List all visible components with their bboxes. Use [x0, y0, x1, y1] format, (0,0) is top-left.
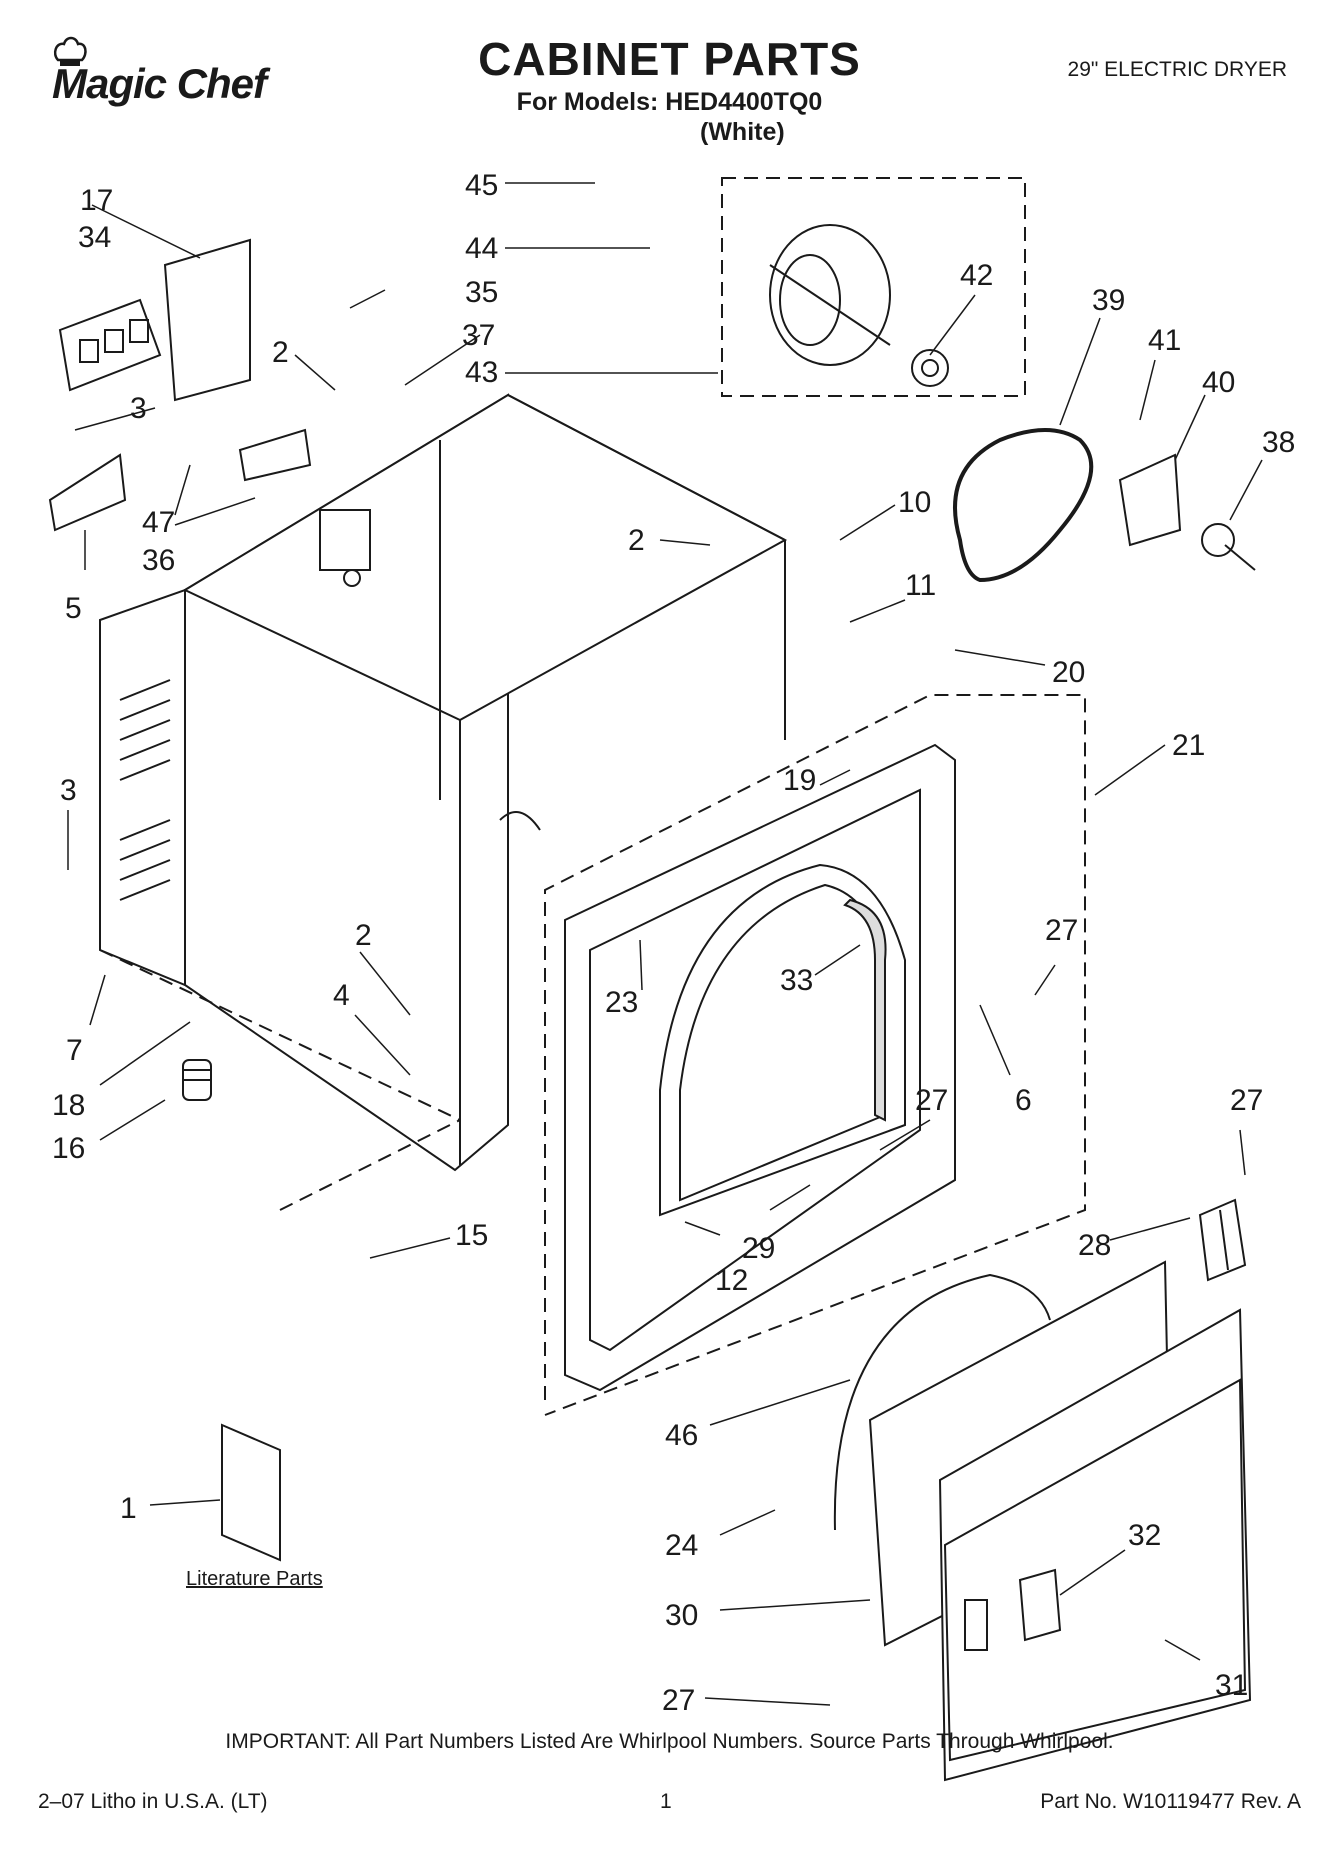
page-number: 1 — [660, 1790, 672, 1813]
models-line: For Models: HED4400TQ0 — [516, 88, 823, 116]
chef-hat-logo-icon — [53, 36, 87, 66]
idler-pulley — [1201, 523, 1256, 571]
callout-34: 34 — [78, 221, 111, 254]
terminal-block-assembly — [58, 238, 312, 482]
front-panel — [564, 743, 956, 1392]
callout-43: 43 — [465, 356, 498, 389]
callout-19: 19 — [783, 764, 816, 797]
callout-30: 30 — [665, 1599, 698, 1632]
door-assembly — [833, 1260, 1252, 1782]
callout-42: 42 — [960, 259, 993, 292]
callout-17: 17 — [80, 184, 113, 217]
callout-15: 15 — [455, 1219, 488, 1252]
brand-logo: Magic Chef — [52, 60, 267, 107]
part-number: Part No. W10119477 Rev. A — [1040, 1790, 1301, 1813]
model-variant: (White) — [700, 118, 785, 146]
callout-3a: 3 — [130, 392, 147, 425]
callout-40: 40 — [1202, 366, 1235, 399]
drive-belt — [953, 428, 1094, 583]
callout-21: 21 — [1172, 729, 1205, 762]
callout-37: 37 — [462, 319, 495, 352]
door-hinge — [1198, 1198, 1247, 1282]
callout-35: 35 — [465, 276, 498, 309]
callout-2a: 2 — [272, 336, 289, 369]
litho-info: 2–07 Litho in U.S.A. (LT) — [38, 1790, 268, 1813]
callout-24: 24 — [665, 1529, 698, 1562]
callout-23: 23 — [605, 986, 638, 1019]
callout-16: 16 — [52, 1132, 85, 1165]
idler-bracket — [1118, 453, 1182, 547]
drive-motor — [769, 224, 949, 387]
callout-46: 46 — [665, 1419, 698, 1452]
assembly-outlines — [99, 177, 1086, 1416]
callout-20: 20 — [1052, 656, 1085, 689]
callout-32: 32 — [1128, 1519, 1161, 1552]
callout-33: 33 — [780, 964, 813, 997]
important-notice: IMPORTANT: All Part Numbers Listed Are W… — [225, 1730, 1114, 1753]
callout-27a: 27 — [1045, 914, 1078, 947]
callout-27c: 27 — [1230, 1084, 1263, 1117]
callout-28: 28 — [1078, 1229, 1111, 1262]
callout-44: 44 — [465, 232, 498, 265]
callout-2b: 2 — [628, 524, 645, 557]
literature-booklet — [221, 1423, 281, 1562]
callout-27d: 27 — [662, 1684, 695, 1717]
callout-38: 38 — [1262, 426, 1295, 459]
callout-3b: 3 — [60, 774, 77, 807]
callout-31: 31 — [1215, 1669, 1248, 1702]
callout-18: 18 — [52, 1089, 85, 1122]
callout-45: 45 — [465, 169, 498, 202]
callout-4: 4 — [333, 979, 350, 1012]
callout-27b: 27 — [915, 1084, 948, 1117]
callout-41: 41 — [1148, 324, 1181, 357]
callout-12: 12 — [715, 1264, 748, 1297]
leveling-leg — [182, 1059, 212, 1101]
product-type: 29" ELECTRIC DRYER — [1067, 58, 1287, 81]
callout-11: 11 — [905, 569, 936, 602]
callout-2c: 2 — [355, 919, 372, 952]
callout-36: 36 — [142, 544, 175, 577]
callout-1: 1 — [120, 1492, 137, 1525]
page-title: CABINET PARTS — [478, 33, 861, 85]
callout-7: 7 — [66, 1034, 83, 1067]
callout-47: 47 — [142, 506, 175, 539]
cabinet-body — [99, 393, 788, 1172]
terminal-cover — [48, 453, 127, 532]
leader-lines — [67, 182, 1263, 1706]
callout-10: 10 — [898, 486, 931, 519]
callout-numbers: 45 17 34 44 42 35 2 37 43 39 41 40 3 38 … — [52, 169, 1295, 1717]
callout-5: 5 — [65, 592, 82, 625]
callout-29: 29 — [742, 1232, 775, 1265]
literature-parts-label: Literature Parts — [186, 1568, 323, 1590]
callout-6: 6 — [1015, 1084, 1032, 1117]
callout-39: 39 — [1092, 284, 1125, 317]
